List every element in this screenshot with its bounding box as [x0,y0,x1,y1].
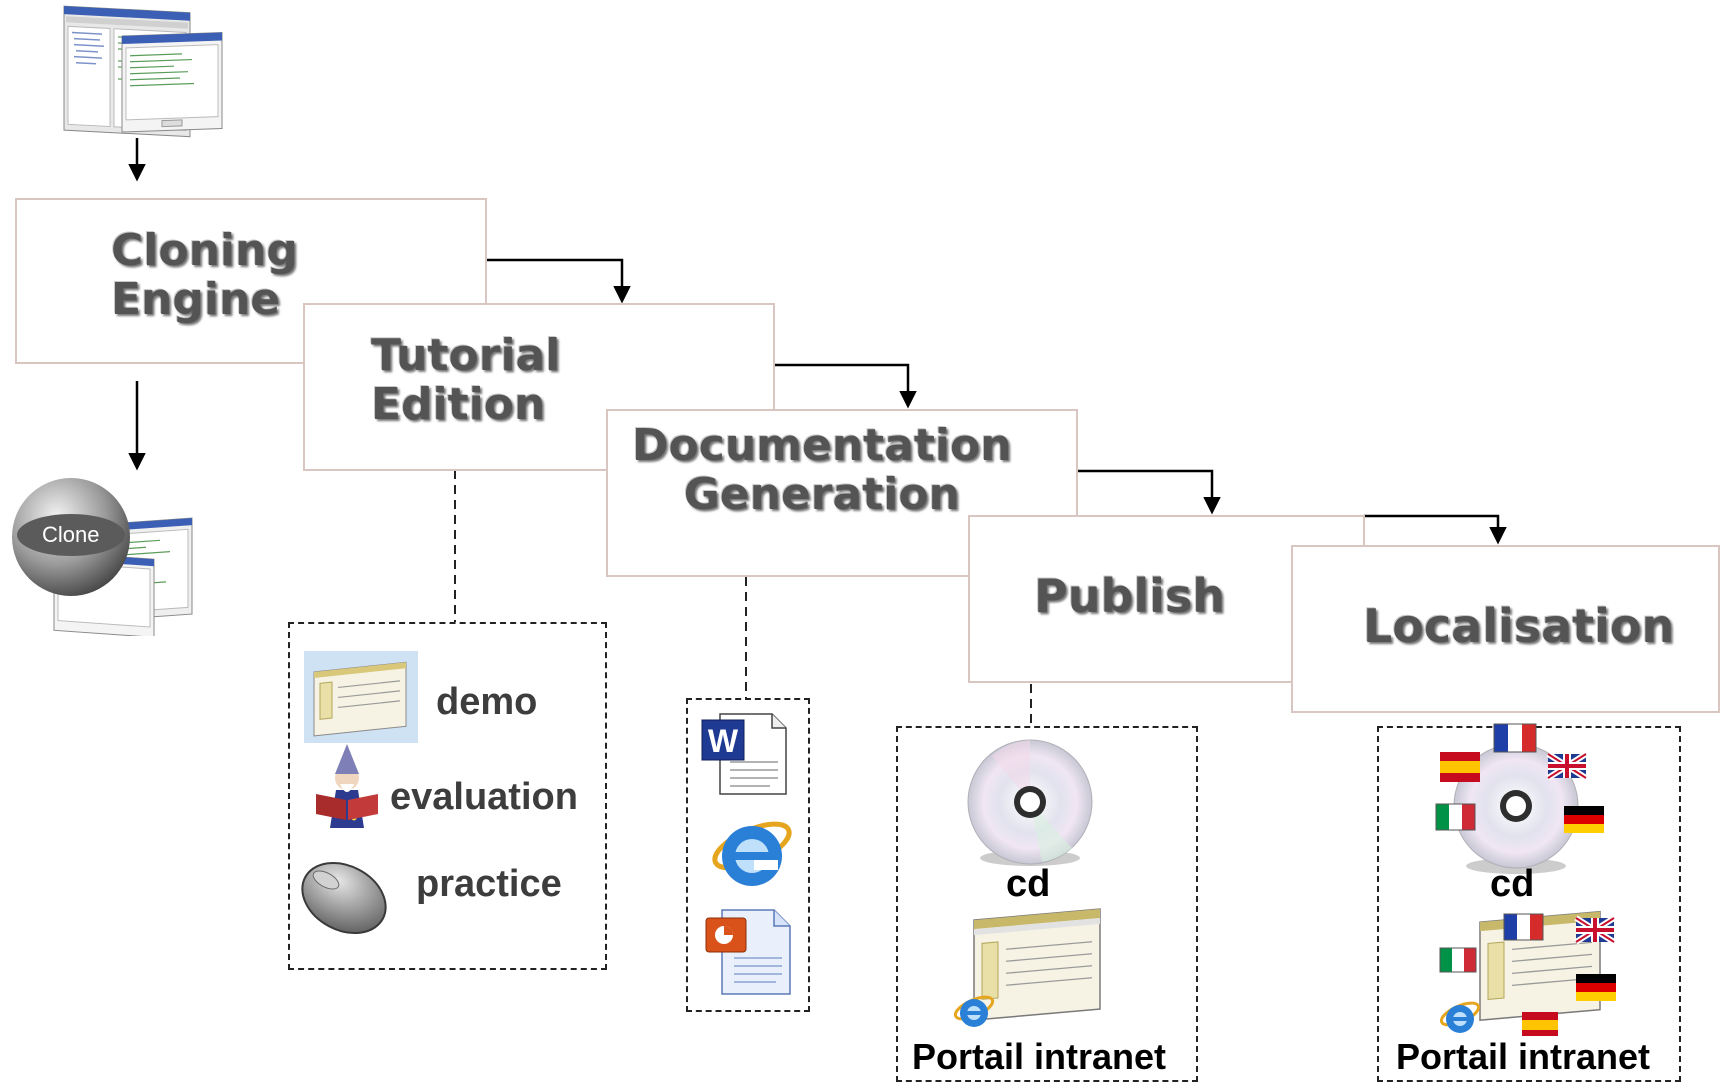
clone-badge-label: Clone [42,522,100,547]
stage-title-line1: Cloning [111,225,298,276]
stage-title-line1: Documentation [632,420,1012,471]
svg-text:W: W [708,723,739,759]
germany-flag-icon [1564,806,1604,833]
tutorial-output-demo: demo [436,681,538,723]
word-document-icon: W [701,713,787,795]
arrow-documentation-to-publish [1076,469,1221,515]
demo-screen-thumbnail-icon [304,651,418,743]
localised-portal-with-flags-icon [1439,910,1616,1036]
documentation-outputs-panel [686,698,810,1012]
italy-flag-icon [1435,803,1476,831]
intranet-portal-window-icon [953,908,1101,1027]
stage-localisation: Localisation [1291,545,1720,713]
application-window-screenshot-icon [63,5,223,138]
localised-cd-with-flags-icon [1435,723,1604,874]
stage-title-line1: Publish [1034,569,1226,623]
stage-title-localisation: Localisation [1363,599,1675,653]
tutorial-output-practice: practice [416,863,562,905]
wizard-reading-book-icon [316,744,378,828]
stage-title-documentation: Documentation Generation [632,421,1012,520]
stage-title-cloning: Cloning Engine [111,226,298,325]
stage-title-publish: Publish [1034,569,1226,623]
spain-flag-icon [1440,752,1480,782]
uk-flag-icon [1546,751,1588,781]
publish-output-portal: Portail intranet [912,1036,1167,1077]
stage-title-line1: Localisation [1363,599,1675,653]
localisation-output-portal: Portail intranet [1396,1036,1651,1077]
stage-title-line2: Engine [111,274,281,326]
arrow-cloning-to-tutorial [486,258,631,304]
powerpoint-document-icon [705,909,791,995]
internet-explorer-icon [712,821,792,886]
localisation-output-cd: cd [1490,863,1535,905]
publish-outputs-panel [896,726,1198,1082]
tutorial-outputs-panel [288,622,607,970]
computer-mouse-icon [301,861,387,935]
stage-title-line2: Generation [683,469,960,521]
publish-output-cd: cd [1006,863,1051,905]
arrow-tutorial-to-documentation [774,363,917,409]
stage-title-tutorial: Tutorial Edition [371,331,560,430]
clone-sphere-badge [12,478,130,596]
stage-title-line2: Edition [371,379,546,431]
tutorial-output-evaluation: evaluation [390,776,578,818]
arrow-publish-to-localisation [1364,514,1507,545]
cd-disc-icon [967,739,1093,866]
france-flag-icon [1493,723,1537,753]
stage-title-line1: Tutorial [371,330,561,381]
